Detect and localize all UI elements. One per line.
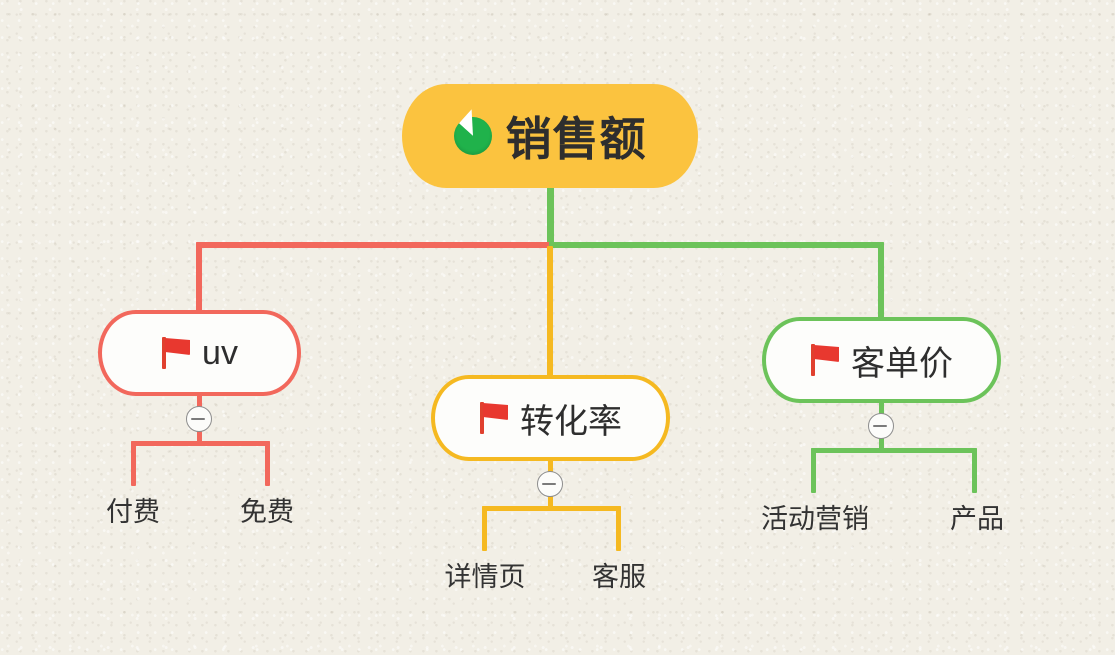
connector-trunk-right: [549, 242, 884, 248]
connector-trunk-left: [196, 242, 551, 248]
connector-root-stem: [547, 186, 554, 248]
branch-node-unit-price-label: 客单价: [851, 344, 953, 383]
leaf-node-product[interactable]: 产品: [913, 497, 1041, 536]
pie-chart-icon: [453, 117, 492, 155]
leaf-node-customer-service-label: 客服: [592, 562, 646, 592]
branch-node-uv-label: uv: [202, 333, 238, 372]
collapse-toggle-unit-price[interactable]: [868, 413, 894, 439]
connector-drop-unit-price: [878, 242, 884, 320]
connector-conversion-leaf-left: [482, 506, 487, 551]
leaf-node-customer-service[interactable]: 客服: [558, 555, 680, 594]
collapse-toggle-uv[interactable]: [186, 406, 212, 432]
red-flag-icon: [161, 337, 191, 369]
connector-unitprice-bar: [811, 448, 977, 453]
connector-unitprice-leaf-right: [972, 448, 977, 493]
leaf-node-detail-page-label: 详情页: [444, 562, 526, 592]
leaf-node-uv-paid-label: 付费: [106, 497, 160, 527]
connector-drop-conversion: [547, 246, 553, 382]
root-node-label: 销售额: [505, 113, 647, 165]
leaf-node-uv-free-label: 免费: [240, 497, 294, 527]
leaf-node-uv-paid[interactable]: 付费: [73, 490, 193, 529]
leaf-node-product-label: 产品: [950, 504, 1004, 534]
connector-conversion-bar: [482, 506, 621, 511]
leaf-node-detail-page[interactable]: 详情页: [424, 555, 546, 594]
connector-drop-uv: [196, 242, 202, 315]
leaf-node-campaign-marketing-label: 活动营销: [761, 504, 869, 534]
branch-node-uv[interactable]: uv: [98, 310, 301, 396]
branch-node-conversion-rate[interactable]: 转化率: [431, 375, 670, 461]
red-flag-icon: [810, 344, 840, 376]
leaf-node-uv-free[interactable]: 免费: [207, 490, 327, 529]
leaf-node-campaign-marketing[interactable]: 活动营销: [742, 497, 888, 536]
connector-unitprice-leaf-left: [811, 448, 816, 493]
connector-uv-leaf-left: [131, 441, 136, 486]
root-node[interactable]: 销售额: [402, 84, 698, 188]
branch-node-conversion-rate-label: 转化率: [520, 402, 622, 441]
connector-uv-leaf-right: [265, 441, 270, 486]
branch-node-unit-price[interactable]: 客单价: [762, 317, 1001, 403]
collapse-toggle-conversion-rate[interactable]: [537, 471, 563, 497]
connector-conversion-leaf-right: [616, 506, 621, 551]
connector-uv-bar: [131, 441, 270, 446]
red-flag-icon: [479, 402, 509, 434]
